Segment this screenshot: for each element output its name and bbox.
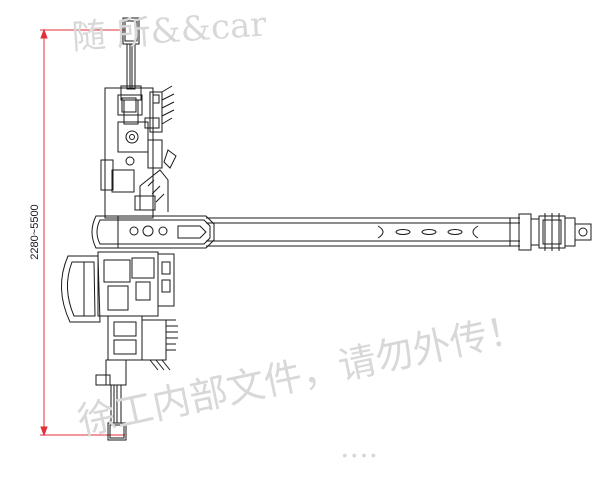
dimension-label: 2280~5500 <box>29 204 41 259</box>
upper-outrigger <box>120 17 142 125</box>
turntable <box>91 215 215 249</box>
lower-machinery <box>97 251 178 371</box>
boom-head <box>518 213 592 251</box>
upper-machinery <box>100 85 177 219</box>
telescopic-boom <box>206 217 520 247</box>
span-dimension <box>40 28 125 437</box>
watermark-bottom-trail: .... <box>340 430 379 465</box>
cab <box>60 255 101 323</box>
